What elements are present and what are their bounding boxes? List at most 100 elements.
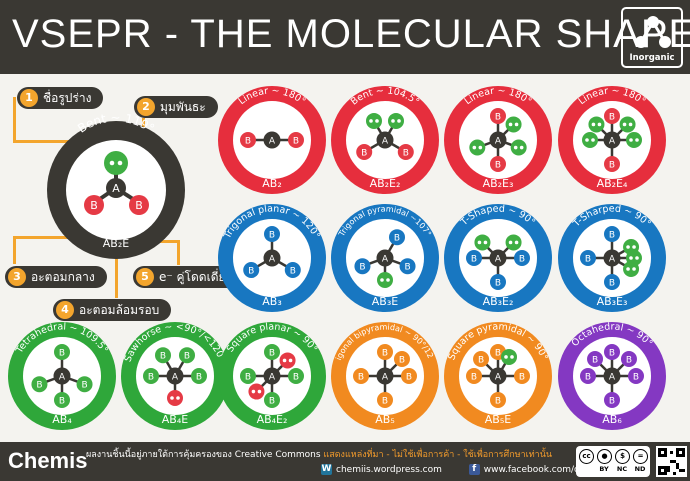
atom-label: B	[471, 255, 477, 265]
badge-label: Inorganic	[629, 53, 675, 63]
atom-label: B	[626, 356, 632, 366]
badge-inner	[459, 101, 537, 179]
wordpress-icon: W	[321, 464, 332, 475]
lone-pair-icon	[619, 116, 636, 133]
surrounding-atom-icon	[155, 347, 171, 364]
connector-line	[13, 97, 16, 142]
license-text: ผลงานชิ้นนี้อยู่ภายใต้การคุ้มครองของ Cre…	[86, 447, 552, 461]
connector-line	[115, 248, 118, 298]
shape-formula: AB₂	[262, 177, 281, 190]
legend-text: e⁻ คู่โดดเดี่ยว	[159, 270, 233, 284]
atom-label: B	[293, 373, 299, 383]
atom-label: B	[359, 263, 365, 273]
atom-label: B	[245, 373, 251, 383]
atom-label: B	[160, 352, 166, 362]
central-atom-icon	[376, 367, 394, 385]
surrounding-atom-icon	[490, 108, 506, 124]
central-atom-icon	[489, 367, 507, 385]
central-atom-icon	[603, 249, 621, 267]
central-atom-icon	[376, 131, 394, 149]
surrounding-atom-icon	[580, 368, 596, 384]
qr-code-icon	[658, 448, 685, 475]
surrounding-atom-icon	[604, 156, 620, 172]
badge-inner	[233, 337, 311, 415]
atom-label: B	[245, 137, 251, 147]
surrounding-atom-icon	[490, 392, 506, 408]
shape-label: Bent ~ 104.5°	[349, 85, 421, 107]
surrounding-atom-icon	[288, 132, 304, 148]
creative-commons-badge[interactable]: cc ● $ = BY NC ND	[576, 446, 650, 477]
atom-label: B	[585, 373, 591, 383]
atom-label: B	[358, 373, 364, 383]
badge-inner	[459, 219, 537, 297]
legend-surrounding-atom: 4 อะตอมล้อมรอบ	[53, 299, 172, 321]
surrounding-atom-icon	[353, 368, 369, 384]
surrounding-atom-icon	[514, 250, 530, 266]
shape-formula: AB₃	[262, 295, 281, 308]
central-atom-icon	[53, 367, 71, 385]
shape-label: Square pyramidal ~ 90°	[446, 321, 549, 362]
svg-text:A: A	[112, 182, 120, 195]
shape-label: Linear ~ 180°	[237, 85, 308, 107]
badge-inner	[573, 101, 651, 179]
connector-line	[140, 240, 178, 243]
surrounding-atom-icon	[620, 351, 637, 368]
badge-inner	[233, 101, 311, 179]
surrounding-atom-icon	[604, 274, 620, 290]
license-prefix: ผลงานชิ้นนี้อยู่ภายใต้การคุ้มครองของ Cre…	[86, 450, 321, 460]
lone-pair-icon	[366, 112, 382, 129]
atom-label: B	[609, 397, 615, 407]
shape-label: Trigonal pyramidal ~107°	[337, 204, 433, 238]
surrounding-atom-icon	[129, 195, 149, 215]
shape-formula: AB₆	[602, 413, 622, 426]
cc-icon: cc	[579, 449, 594, 464]
footer-bar: Chemis ผลงานชิ้นนี้อยู่ภายใต้การคุ้มครอง…	[0, 442, 690, 481]
atom-label: B	[290, 267, 296, 277]
atom-label: A	[269, 373, 276, 383]
lone-pair-icon	[501, 348, 517, 365]
legend-number: 1	[20, 89, 38, 107]
atom-label: B	[519, 373, 525, 383]
blog-link[interactable]: chemiis.wordpress.com	[336, 465, 442, 475]
surrounding-atom-icon	[54, 344, 70, 360]
badge-inner	[136, 337, 214, 415]
surrounding-atom-icon	[587, 351, 604, 368]
qr-code[interactable]	[656, 446, 687, 477]
atom-label: B	[269, 349, 275, 359]
facebook-link[interactable]: www.facebook.com/chemiis	[483, 465, 609, 475]
nc-icon: $	[615, 449, 630, 464]
legend-text: ชื่อรูปร่าง	[43, 91, 92, 105]
surrounding-atom-icon	[604, 108, 620, 124]
atom-label: A	[172, 373, 179, 383]
atom-label: B	[382, 349, 388, 359]
shape-label: T-Sharped ~ 90°	[570, 204, 652, 231]
surrounding-atom-icon	[143, 368, 159, 384]
by-label: BY	[599, 465, 609, 473]
inorganic-badge[interactable]: Inorganic	[621, 7, 683, 68]
atom-label: B	[269, 397, 275, 407]
surrounding-atom-icon	[377, 392, 393, 408]
lone-pair-icon	[582, 132, 598, 148]
surrounding-atom-icon	[628, 368, 644, 384]
facebook-icon: f	[468, 464, 480, 475]
lone-pair-icon	[510, 139, 527, 156]
atom-label: A	[495, 137, 502, 147]
lone-pair-icon	[377, 272, 393, 288]
badge-inner	[459, 337, 537, 415]
badge-inner	[346, 337, 424, 415]
lone-pair-icon	[279, 352, 296, 369]
surrounding-atom-icon	[399, 258, 416, 275]
lone-pair-icon	[626, 250, 642, 266]
surrounding-atom-icon	[604, 344, 620, 360]
atom-label: B	[59, 349, 65, 359]
shape-label: Trigonal bipyramidal ~ 90°/120°	[334, 322, 435, 378]
atom-label: B	[361, 149, 367, 159]
atom-label: A	[495, 255, 502, 265]
legend-number: 2	[137, 98, 155, 116]
atom-label: B	[519, 255, 525, 265]
surrounding-atom-icon	[377, 344, 393, 360]
